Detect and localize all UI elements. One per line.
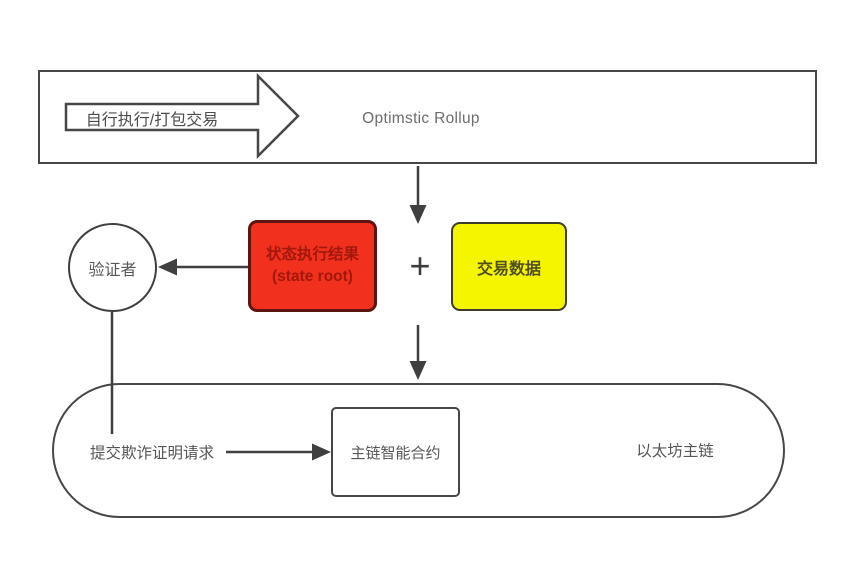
- transaction-data-label: 交易数据: [476, 260, 541, 278]
- smart-contract-label: 主链智能合约: [350, 444, 441, 462]
- transaction-data-node: 交易数据: [451, 222, 567, 311]
- plus-sign: +: [409, 245, 431, 286]
- ethereum-mainchain-label: 以太坊主链: [636, 443, 714, 460]
- fraud-proof-request-label: 提交欺诈证明请求: [89, 445, 215, 462]
- state-root-title: 状态执行结果: [265, 245, 359, 263]
- self-execute-label: 自行执行/打包交易: [85, 112, 219, 129]
- rollup-title: Optimstic Rollup: [362, 110, 480, 127]
- rollup-to-batch-arrowhead: [409, 205, 427, 224]
- validator-node: 验证者: [68, 223, 157, 312]
- state-root-subtitle: (state root): [272, 268, 353, 285]
- smart-contract-node: 主链智能合约: [331, 407, 460, 497]
- batch-to-mainchain-arrowhead: [409, 361, 427, 380]
- validator-label: 验证者: [88, 261, 137, 279]
- stateroot-to-validator-arrowhead: [158, 258, 177, 276]
- state-root-node: 状态执行结果 (state root): [248, 220, 377, 312]
